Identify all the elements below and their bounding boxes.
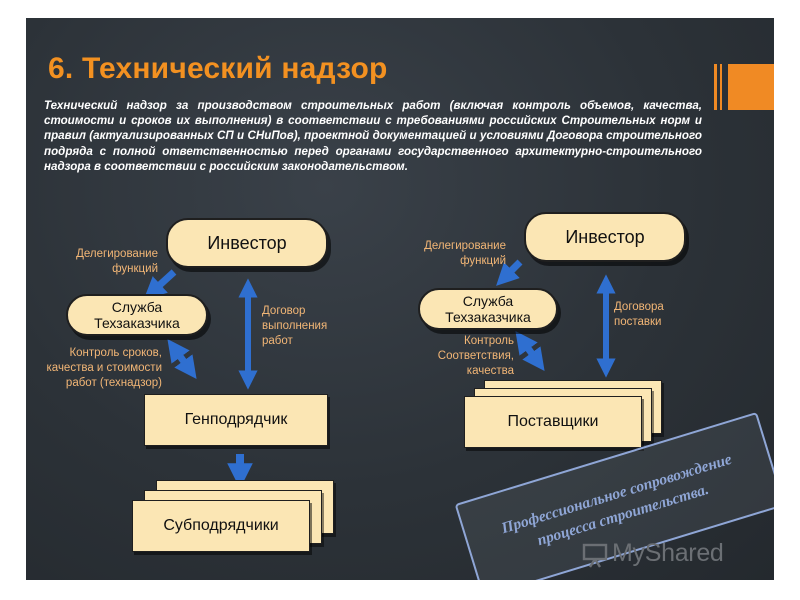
intro-paragraph: Технический надзор за производством стро… [44, 99, 702, 173]
left-subcontractors-box: Субподрядчики [132, 500, 310, 552]
left-contract-label: Договор выполнения работ [262, 305, 328, 347]
right-control-label: Контроль Соответствия, качества [437, 335, 514, 377]
right-contract-label: Договора поставки [614, 301, 664, 328]
left-investor-box: Инвестор [166, 218, 328, 268]
right-service-box: Служба Техзаказчика [418, 288, 558, 330]
left-delegation-arrow [143, 269, 177, 300]
right-investor-label: Инвестор [565, 226, 645, 247]
accent-lines [714, 64, 722, 110]
right-investor-box: Инвестор [524, 212, 686, 262]
slide: 6. Технический надзор Технический надзор… [26, 18, 774, 580]
accent-block [728, 64, 774, 110]
watermark-logo[interactable]: MyShared [612, 539, 724, 567]
presentation-icon [582, 543, 608, 568]
right-control-arrow [515, 330, 545, 372]
left-investor-label: Инвестор [207, 232, 287, 253]
left-general-contractor-box: Генподрядчик [144, 394, 328, 446]
left-service-box: Служба Техзаказчика [66, 294, 208, 336]
left-control-arrow [167, 338, 197, 380]
connector-arrows [143, 259, 616, 489]
right-delegation-label: Делегирование функций [424, 240, 506, 267]
right-suppliers-box: Поставщики [464, 396, 642, 448]
left-control-label: Контроль сроков, качества и стоимости ра… [46, 347, 162, 389]
slide-title: 6. Технический надзор [48, 52, 388, 85]
left-delegation-label: Делегирование функций [76, 248, 158, 275]
right-delegation-arrow [496, 259, 523, 286]
